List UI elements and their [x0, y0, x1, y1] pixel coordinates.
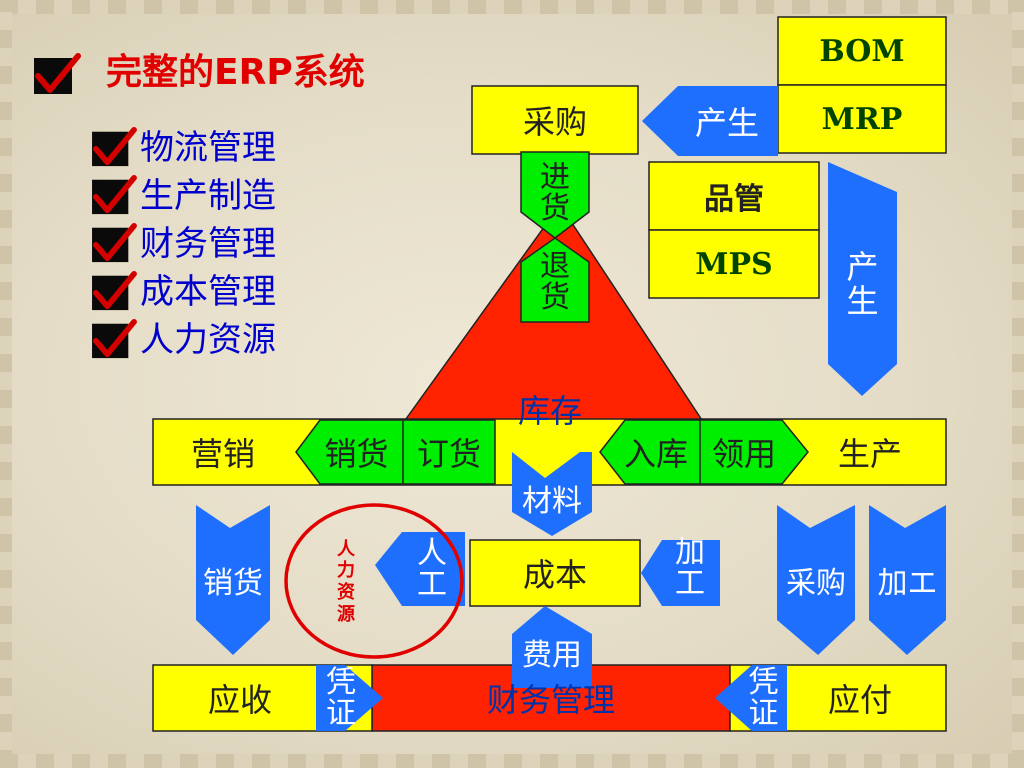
- checkmark-icon: [34, 53, 81, 94]
- order-label: 订货: [416, 435, 481, 473]
- bom-label: BOM: [819, 33, 905, 69]
- generate-left-label: 产生: [694, 104, 759, 142]
- decorative-border-bottom: [0, 754, 1024, 768]
- list-item: 成本管理: [90, 264, 276, 312]
- expense-label: 费用: [522, 638, 582, 673]
- stock-in-label: 入库: [623, 435, 688, 473]
- requisition-label: 领用: [711, 435, 776, 473]
- inventory-label: 库存: [517, 392, 582, 430]
- hr-circle-label: 人力资源: [326, 527, 366, 637]
- sales-order-green: [295, 419, 496, 485]
- quality-label: 品管: [704, 182, 764, 217]
- checkmark-icon: [92, 270, 137, 311]
- list-item: 物流管理: [90, 120, 276, 168]
- production-label: 生产: [837, 435, 902, 473]
- purchase-top-label: 采购: [522, 103, 587, 141]
- generate-down-arrow: [828, 162, 897, 396]
- decorative-border-left: [0, 0, 12, 768]
- voucher-right-arrow: [715, 665, 787, 731]
- processing-right-label: 加エ: [877, 566, 938, 601]
- marketing-label: 营销: [190, 435, 255, 473]
- voucher-left-arrow: [316, 665, 383, 731]
- sales-label: 销货: [324, 435, 389, 473]
- checkmark-icon: [92, 126, 137, 167]
- quality-box: [648, 161, 820, 231]
- voucher-right-label: 凭证: [740, 660, 787, 736]
- generate-down-text: 产生: [846, 248, 879, 320]
- generate-left-arrow: [642, 86, 778, 156]
- checkmark-icon: [92, 222, 137, 263]
- cost-box: [469, 539, 641, 607]
- purchase-down-arrow: [777, 505, 855, 655]
- payable-label: 应付: [827, 681, 892, 719]
- sales-down-label: 销货: [203, 566, 263, 601]
- return-label: 退货: [521, 240, 589, 324]
- mps-box: [648, 229, 820, 299]
- processing-text: 加工: [675, 534, 705, 601]
- module-finance: 财务管理: [140, 223, 276, 264]
- labor-arrow: [375, 532, 465, 606]
- return-tag: [520, 237, 590, 323]
- labor-text: 人工: [417, 535, 447, 602]
- decorative-border-right: [1012, 0, 1024, 768]
- processing-arrow: [641, 540, 720, 606]
- module-hr: 人力资源: [140, 319, 276, 360]
- generate-down-label: 产生: [828, 230, 897, 340]
- list-item: 财务管理: [90, 216, 276, 264]
- voucher-left-text: 凭证: [326, 664, 356, 731]
- module-list: 物流管理 生产制造 财务管理 成本管理 人力资源: [90, 120, 276, 360]
- processing-label: 加工: [660, 528, 720, 608]
- list-item: 人力资源: [90, 312, 276, 360]
- cost-label: 成本: [522, 556, 587, 594]
- mps-label: MPS: [695, 246, 773, 282]
- marketing-production-bar: [152, 418, 947, 486]
- voucher-right-text: 凭证: [748, 664, 779, 731]
- hr-circle-text: 人力资源: [337, 538, 355, 625]
- receivable-label: 应收: [207, 681, 272, 719]
- module-manufacturing: 生产制造: [140, 175, 276, 216]
- module-cost: 成本管理: [140, 271, 276, 312]
- hr-circle: [284, 503, 464, 659]
- checkmark-icon: [92, 318, 137, 359]
- sales-down-arrow: [196, 505, 270, 655]
- labor-label: 人工: [400, 532, 464, 606]
- return-text: 退货: [540, 248, 570, 315]
- page-title: 完整的ERP系统: [106, 52, 365, 93]
- incoming-label: 进货: [521, 150, 589, 236]
- material-label: 材料: [522, 484, 582, 519]
- incoming-text: 进货: [540, 159, 570, 226]
- decorative-border-top: [0, 0, 1024, 14]
- voucher-left-label: 凭证: [316, 660, 366, 736]
- stockin-requisition-green: [599, 419, 809, 485]
- expense-arrow: [512, 606, 592, 688]
- processing-right-arrow: [869, 505, 946, 655]
- module-logistics: 物流管理: [140, 127, 276, 168]
- mrp-box: [777, 84, 947, 154]
- mrp-label: MRP: [821, 101, 903, 137]
- finance-label: 财务管理: [486, 681, 615, 719]
- material-arrow: [512, 452, 592, 536]
- purchase-down-label: 采购: [786, 566, 846, 601]
- incoming-tag: [520, 151, 590, 239]
- checkmark-icon: [92, 174, 137, 215]
- list-item: 生产制造: [90, 168, 276, 216]
